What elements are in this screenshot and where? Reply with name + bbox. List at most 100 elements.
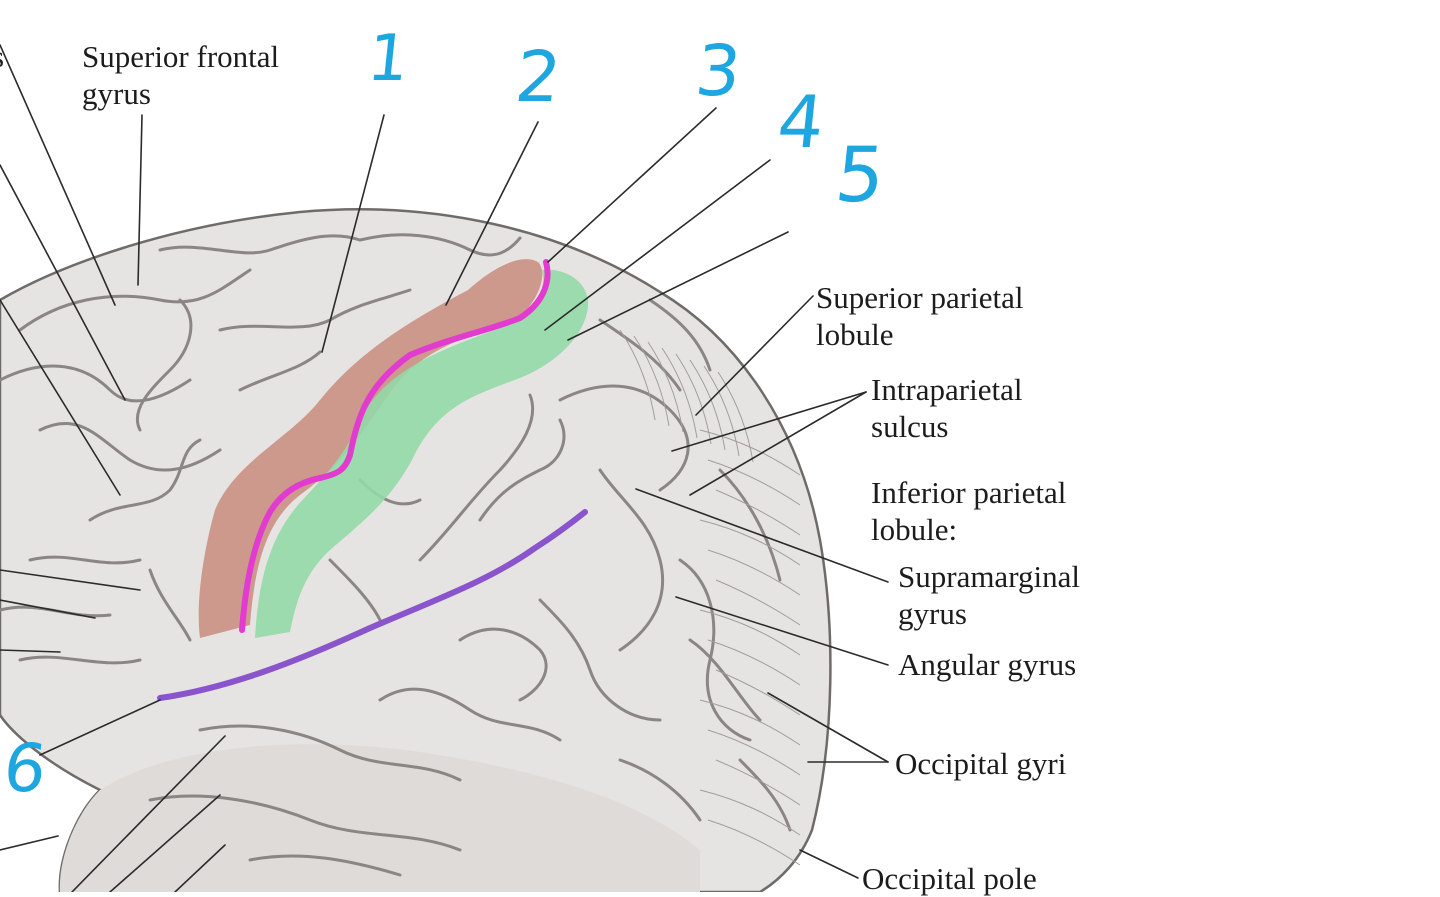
handwritten-number-1: 1 xyxy=(364,22,413,96)
shading-stroke xyxy=(715,669,801,716)
leader-line xyxy=(675,596,889,666)
leader-line xyxy=(0,44,116,306)
shading-stroke xyxy=(707,729,801,776)
sulcus-line xyxy=(18,655,142,665)
label-line-1: Superior parietal xyxy=(816,280,1024,315)
occipital-pole-label: Occipital pole xyxy=(862,861,1037,896)
shading-stroke xyxy=(715,759,801,806)
label-line-2: gyrus xyxy=(898,596,967,631)
sulcus-line xyxy=(148,568,192,642)
label-line-1: Superior frontal xyxy=(82,39,280,74)
sulcus-line xyxy=(135,298,193,432)
sulcus-line xyxy=(198,724,462,782)
leader-line xyxy=(767,692,889,763)
temporal-lobe-shade xyxy=(59,744,701,892)
shading-stroke xyxy=(707,819,801,866)
shading-stroke xyxy=(707,459,801,506)
leader-line xyxy=(547,107,717,263)
leader-line xyxy=(671,391,867,452)
surface-shading xyxy=(619,329,801,866)
shading-stroke xyxy=(699,609,801,656)
sulcus-line xyxy=(18,268,252,332)
superior-frontal-gyrus-label: Superior frontal gyrus xyxy=(82,38,279,112)
leader-line xyxy=(0,569,141,591)
sulcus-line xyxy=(238,350,322,392)
sulcus-line xyxy=(0,364,192,403)
lateral-sulcus-marker xyxy=(157,509,588,701)
leader-line xyxy=(0,299,121,496)
sulcus-line xyxy=(38,422,222,472)
sulcus-line xyxy=(328,558,382,622)
sulcus-line xyxy=(558,384,690,492)
sulcus-line xyxy=(718,468,782,582)
label-line-1: Intraparietal xyxy=(871,372,1023,407)
leader-lines xyxy=(0,44,889,892)
leader-line xyxy=(174,844,226,892)
sulcus-line xyxy=(88,438,202,522)
label-line-2: lobule xyxy=(816,317,894,352)
leader-line xyxy=(321,114,385,353)
sulcus-line xyxy=(648,298,712,372)
leader-line xyxy=(635,488,889,583)
leader-line xyxy=(71,735,226,892)
shading-stroke xyxy=(689,359,726,451)
label-line-2: sulcus xyxy=(871,409,949,444)
label-line-1: Supramarginal xyxy=(898,559,1080,594)
shading-stroke xyxy=(699,789,801,836)
leader-line xyxy=(799,849,859,879)
sulcus-line xyxy=(678,558,752,742)
shading-stroke xyxy=(715,579,801,626)
inferior-parietal-lobule-label: Inferior parietal lobule: xyxy=(871,474,1066,548)
supramarginal-gyrus-label: Supramarginal gyrus xyxy=(898,558,1080,632)
leader-line xyxy=(0,835,59,851)
sulcus-line xyxy=(418,393,535,562)
sulcus-line xyxy=(358,233,522,257)
shading-stroke xyxy=(699,429,801,476)
shading-stroke xyxy=(699,699,801,746)
precentral-gyrus-highlight xyxy=(198,259,543,638)
sulcus-line xyxy=(738,758,792,832)
leader-line xyxy=(0,649,61,653)
leader-line xyxy=(109,794,221,892)
sulcus-line xyxy=(378,687,562,742)
sulcus-line xyxy=(478,418,566,522)
sulcus-line xyxy=(688,638,762,722)
shading-stroke xyxy=(707,549,801,596)
leader-line xyxy=(567,231,789,341)
sulcus-line xyxy=(148,794,462,852)
label-line-2: gyrus xyxy=(82,76,151,111)
shading-stroke xyxy=(661,347,698,439)
shading-stroke xyxy=(675,353,712,445)
label-line-2: lobule: xyxy=(871,512,958,547)
sulcus-line xyxy=(538,598,662,722)
cut-off-label: s xyxy=(0,38,4,75)
leader-line xyxy=(39,699,161,756)
label-line-1: Inferior parietal xyxy=(871,475,1067,510)
sulcus-line xyxy=(158,234,362,255)
sulcus-line xyxy=(458,627,548,702)
leader-line xyxy=(137,114,143,286)
shading-stroke xyxy=(619,329,656,421)
handwritten-number-3: 3 xyxy=(691,30,745,112)
postcentral-gyrus-highlight xyxy=(255,269,589,638)
handwritten-number-6: 6 xyxy=(0,730,51,807)
handwritten-number-4: 4 xyxy=(773,80,829,164)
shading-stroke xyxy=(707,639,801,686)
intraparietal-sulcus-label: Intraparietal sulcus xyxy=(871,371,1022,445)
leader-line xyxy=(544,159,771,331)
leader-line xyxy=(695,295,814,416)
shading-stroke xyxy=(717,371,754,463)
sulcus-line xyxy=(598,468,665,652)
shading-stroke xyxy=(647,341,684,433)
shading-stroke xyxy=(699,519,801,566)
sulcus-line xyxy=(618,758,702,822)
shading-stroke xyxy=(703,365,740,457)
occipital-gyri-label: Occipital gyri xyxy=(895,746,1067,781)
leader-line xyxy=(0,599,96,619)
handwritten-number-2: 2 xyxy=(511,36,565,118)
angular-gyrus-label: Angular gyrus xyxy=(898,647,1077,682)
sulcus-line xyxy=(248,854,402,877)
central-sulcus-marker xyxy=(239,259,551,633)
handwritten-number-5: 5 xyxy=(831,130,890,219)
